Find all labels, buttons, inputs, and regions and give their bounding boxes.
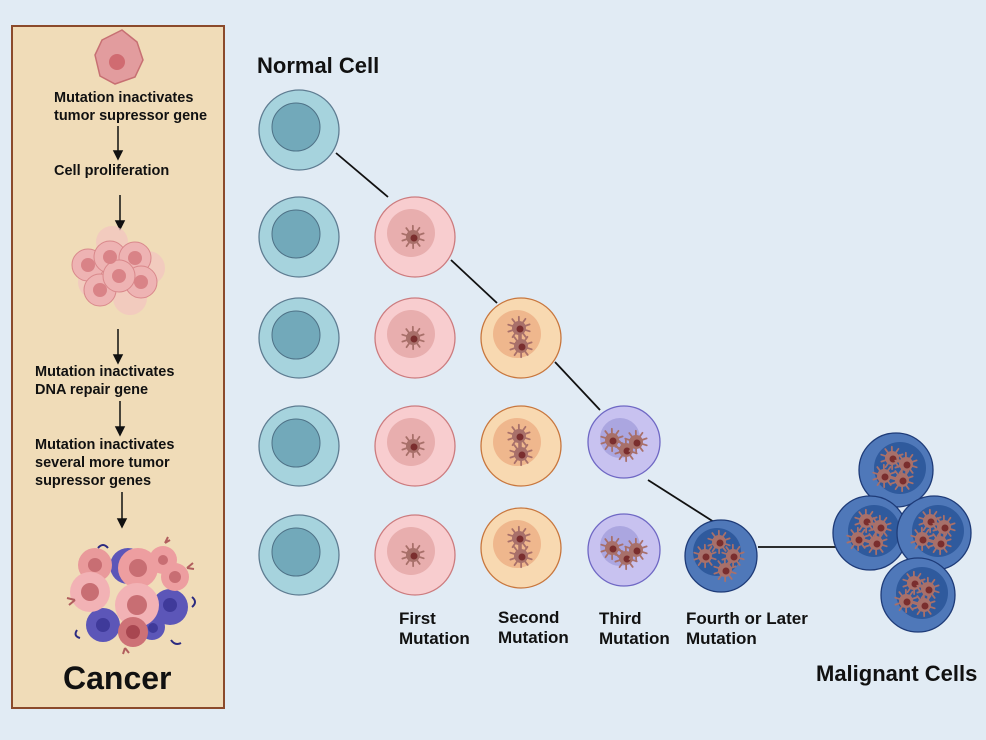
malignant-cells-label: Malignant Cells: [816, 661, 978, 686]
arrow-down-icon: [112, 150, 124, 161]
first-mutation-cell: [374, 514, 456, 596]
mutant-cell-icon: [401, 224, 425, 250]
arrow-down-icon: [114, 220, 126, 231]
malignant-cell: [832, 495, 908, 571]
mutant-cell-icon: [932, 514, 956, 540]
mutant-cell-icon: [509, 543, 533, 569]
normal-cell-title: Normal Cell: [257, 53, 380, 78]
mutant-cell-icon: [624, 537, 648, 563]
mutant-cell-icon: [401, 433, 425, 459]
normal-cell: [258, 514, 340, 596]
mutant-cell-icon: [912, 592, 936, 618]
mutant-cell-icon: [894, 588, 918, 614]
mutant-cell-icon: [693, 543, 717, 569]
mutant-cell-icon: [509, 441, 533, 467]
pathway-arrows: [112, 126, 128, 529]
mutant-cell-icon: [401, 325, 425, 351]
mutant-cell-icon: [624, 429, 648, 455]
arrow-down-icon: [112, 354, 124, 365]
single-cell-icon: [94, 29, 144, 85]
step-label-more-suppressors: Mutation inactivates several more tumor …: [35, 437, 175, 489]
step-label-dna-repair: Mutation inactivates DNA repair gene: [35, 364, 175, 398]
cancer-cluster-icon: [66, 536, 196, 655]
normal-cell: [258, 196, 340, 278]
first-mutation-cell: [374, 196, 456, 278]
mutant-cell-icon: [894, 451, 918, 477]
mutant-cell-icon: [507, 315, 531, 341]
mutant-cell-icon: [507, 525, 531, 551]
malignant-cell-cluster: [832, 432, 972, 633]
third-mutation-cell: [587, 405, 661, 479]
arrow-down-icon: [114, 426, 126, 437]
mutant-cell-icon: [910, 526, 934, 552]
fourth-mutation-label: Fourth or Later Mutation: [686, 609, 808, 648]
mutant-cell-icon: [507, 423, 531, 449]
mutant-cell-icon: [854, 508, 878, 534]
first-mutation-label: First Mutation: [399, 609, 470, 648]
third-mutation-label: Third Mutation: [599, 609, 670, 648]
mutant-cell-icon: [868, 514, 892, 540]
malignant-cell: [858, 432, 934, 508]
second-mutation-label: Second Mutation: [498, 608, 569, 647]
mutant-cell-icon: [707, 529, 731, 555]
normal-cell: [258, 297, 340, 379]
mutant-cell-icon: [713, 557, 737, 583]
mutant-cell-icon: [864, 530, 888, 556]
normal-cell: [258, 405, 340, 487]
third-mutation-cell: [587, 513, 661, 587]
mutant-cell-icon: [614, 545, 638, 571]
first-mutation-cell: [374, 405, 456, 487]
mutant-cell-icon: [928, 530, 952, 556]
mutant-cell-icon: [916, 576, 940, 602]
fourth-mutation-cell: [684, 519, 758, 593]
cell-cluster-icon: [71, 226, 165, 315]
mutant-cell-icon: [846, 526, 870, 552]
first-mutation-cell: [374, 297, 456, 379]
malignant-cell: [880, 557, 956, 633]
normal-cell-column: [258, 89, 340, 596]
mutant-cell-icon: [872, 463, 896, 489]
second-mutation-cell: [480, 507, 562, 589]
malignant-cell: [896, 495, 972, 571]
mutant-cell-icon: [600, 535, 624, 561]
step-label-tumor-suppressor: Mutation inactivates tumor supressor gen…: [54, 90, 208, 124]
cancer-label: Cancer: [63, 660, 172, 696]
progression-lines: [335, 152, 838, 548]
second-mutation-cell: [480, 405, 562, 487]
step-label-proliferation: Cell proliferation: [54, 163, 170, 179]
mutant-cell-icon: [614, 437, 638, 463]
mutation-columns: [374, 196, 758, 596]
mutant-cell-icon: [902, 570, 926, 596]
second-mutation-cell: [480, 297, 562, 379]
mutant-cell-icon: [890, 467, 914, 493]
arrow-down-icon: [116, 518, 128, 529]
mutant-cell-icon: [509, 333, 533, 359]
normal-cell: [258, 89, 340, 171]
mutant-cell-icon: [401, 542, 425, 568]
